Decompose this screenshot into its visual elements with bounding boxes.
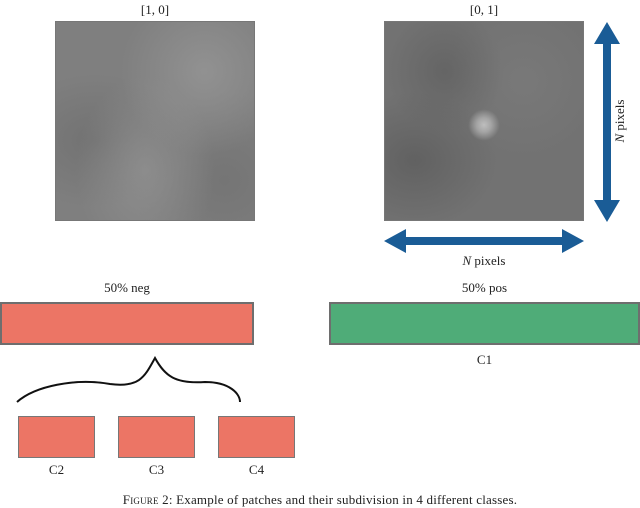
positive-patch-image — [384, 21, 584, 221]
patch-label-negative: [1, 0] — [140, 2, 170, 17]
negative-patch-image — [55, 21, 255, 221]
neg-percentage-label: 50% neg — [104, 280, 150, 295]
class-c2-label: C2 — [48, 462, 65, 477]
class-c1-label: C1 — [476, 352, 493, 367]
horizontal-dimension-label: N pixels — [384, 253, 584, 269]
positive-bar — [329, 302, 640, 345]
class-c3-label: C3 — [148, 462, 165, 477]
vertical-double-arrow-icon — [594, 22, 620, 222]
caption-prefix: Figure 2 — [122, 492, 169, 507]
caption-text: : Example of patches and their subdivisi… — [168, 492, 518, 507]
horizontal-double-arrow-icon — [384, 229, 584, 253]
pos-percentage-label: 50% pos — [461, 280, 508, 295]
vertical-n-var: N — [612, 133, 627, 143]
subclass-box-c4 — [218, 416, 295, 458]
horizontal-unit: pixels — [471, 253, 506, 268]
patch-label-positive: [0, 1] — [469, 2, 499, 17]
vertical-dimension-label: N pixels — [612, 61, 628, 181]
figure-caption: Figure 2: Example of patches and their s… — [0, 492, 640, 508]
subclass-box-c2 — [18, 416, 95, 458]
negative-bar — [0, 302, 254, 345]
horizontal-n-var: N — [462, 253, 472, 268]
curly-brace-icon — [16, 356, 241, 403]
vertical-unit: pixels — [612, 99, 627, 134]
class-c4-label: C4 — [248, 462, 265, 477]
subclass-box-c3 — [118, 416, 195, 458]
